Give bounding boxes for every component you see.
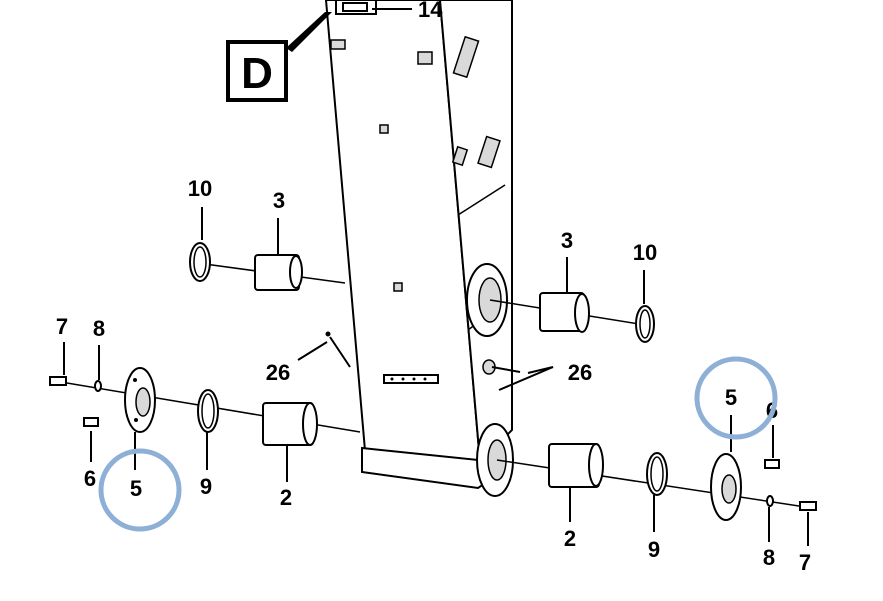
washer-8-left — [94, 380, 102, 392]
pin-6-left — [83, 417, 99, 427]
callout-2-left: 2 — [280, 485, 292, 510]
bushing-3-left — [254, 254, 303, 291]
oring-10-left — [189, 242, 211, 282]
callout-6-left: 6 — [84, 466, 96, 491]
top-bracket — [335, 0, 377, 15]
callout-9-left: 9 — [200, 474, 212, 499]
callout-26-left: 26 — [266, 360, 290, 385]
callout-2-right: 2 — [564, 526, 576, 551]
callout-5-left: 5 — [130, 476, 142, 501]
callout-8-right: 8 — [763, 545, 775, 570]
callout-3-left: 3 — [273, 188, 285, 213]
callout-8-left: 8 — [93, 316, 105, 341]
callout-5-right: 5 — [725, 385, 737, 410]
callout-26-right: 26 — [568, 360, 592, 385]
callout-10-left: 10 — [188, 176, 212, 201]
callout-9-right: 9 — [648, 537, 660, 562]
view-label-box: D — [226, 12, 332, 102]
callout-14: 14 — [418, 0, 443, 22]
view-label-text: D — [241, 49, 273, 98]
callout-7-left: 7 — [56, 314, 68, 339]
callout-3-right: 3 — [561, 228, 573, 253]
highlight-circle-right — [694, 356, 778, 440]
bolt-7-right — [799, 501, 817, 511]
bushing-2-left — [262, 402, 318, 446]
grease-tube-26-left — [325, 331, 351, 368]
bushing-3-right — [539, 292, 590, 333]
flange-5-left — [124, 367, 156, 433]
pin-6-right — [764, 459, 780, 469]
washer-8-right — [766, 495, 774, 507]
oring-9-left — [197, 389, 219, 433]
callout-7-right: 7 — [799, 550, 811, 575]
callout-labels: 14 10 3 3 10 7 8 26 26 5 6 6 5 9 2 2 9 8… — [56, 0, 811, 575]
oring-10-right — [635, 305, 655, 343]
highlight-circle-left — [98, 448, 182, 532]
bushing-2-right — [548, 443, 604, 488]
leader-lines — [63, 8, 809, 546]
callout-10-right: 10 — [633, 240, 657, 265]
grease-tube-26-right — [491, 366, 521, 373]
boom-arm — [324, 0, 514, 497]
flange-5-right — [710, 453, 742, 521]
bolt-7-left — [49, 376, 67, 386]
oring-9-right — [646, 452, 668, 496]
